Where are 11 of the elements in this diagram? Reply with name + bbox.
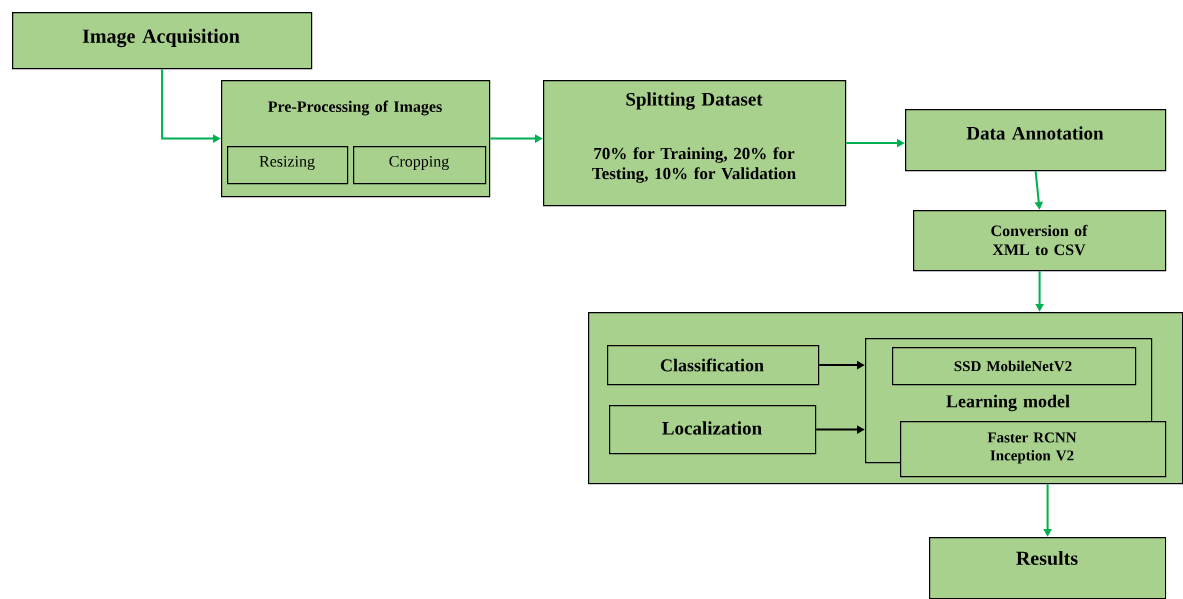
task-box: Localization — [609, 405, 817, 455]
step-box: Cropping — [353, 146, 487, 185]
step-box: Resizing — [227, 146, 349, 185]
model-box: Faster RCNN Inception V2 — [900, 421, 1167, 478]
process-box: Image Acquisition — [12, 12, 313, 70]
task-box: Classification — [607, 345, 820, 386]
process-box: Splitting Dataset 70% for Training, 20% for Testing, 10% for Validation — [543, 80, 847, 207]
model-box: SSD MobileNetV2 — [892, 347, 1137, 386]
process-box: Data Annotation — [905, 109, 1167, 172]
process-box: Conversion of XML to CSV — [913, 210, 1167, 272]
process-box: Results — [929, 537, 1167, 599]
